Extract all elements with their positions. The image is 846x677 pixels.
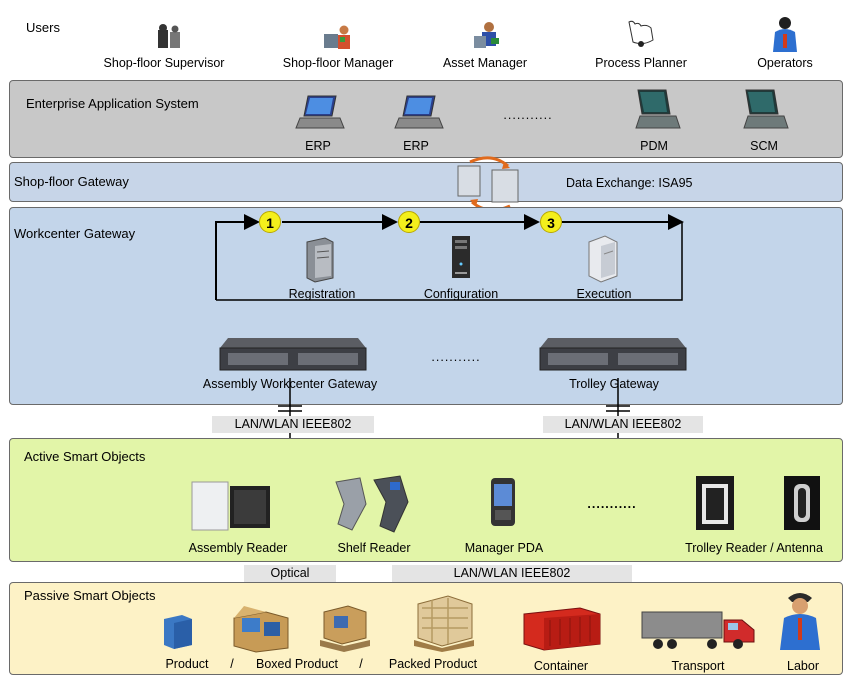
execution-server-icon [585, 234, 621, 287]
boxed-product-icon [230, 604, 292, 657]
active-label-manager-pda: Manager PDA [464, 541, 544, 555]
configuration-tower-icon [448, 234, 474, 287]
manager-icon [322, 22, 356, 57]
lan-label-right: LAN/WLAN IEEE802 [543, 416, 703, 433]
scm-laptop-icon [740, 88, 790, 139]
user-label-supervisor: Shop-floor Supervisor [103, 56, 225, 70]
active-label-assembly-reader: Assembly Reader [188, 541, 288, 555]
step-label-registration: Registration [288, 287, 356, 301]
supervisor-icon [155, 22, 185, 57]
enterprise-system-scm: SCM [750, 139, 778, 153]
user-label-asset-manager: Asset Manager [442, 56, 528, 70]
enterprise-system-pdm: PDM [640, 139, 668, 153]
antenna-icon [782, 474, 822, 537]
active-title: Active Smart Objects [24, 449, 146, 464]
manager-pda-icon [489, 476, 517, 533]
shopfloor-band [9, 162, 843, 202]
gateway-label-trolley: Trolley Gateway [569, 377, 659, 391]
passive-label-product: Product [165, 657, 209, 671]
product-box-icon [160, 611, 196, 656]
enterprise-ellipsis: ........... [503, 108, 553, 122]
active-label-shelf-reader: Shelf Reader [337, 541, 411, 555]
data-exchange-label: Data Exchange: ISA95 [566, 176, 693, 190]
assembly-reader-icon [190, 478, 274, 539]
shelf-reader-icon [330, 474, 414, 539]
passive-label-transport: Transport [671, 659, 725, 673]
passive-label-labor: Labor [787, 659, 819, 673]
packed-product-icon [412, 592, 476, 657]
container-icon [520, 604, 604, 657]
passive-label-packed-product: Packed Product [388, 657, 478, 671]
trolley-reader-icon [694, 474, 736, 537]
user-label-manager: Shop-floor Manager [282, 56, 394, 70]
step-label-configuration: Configuration [423, 287, 499, 301]
enterprise-system-erp-2: ERP [403, 139, 429, 153]
pallet-box-icon [318, 598, 372, 657]
transport-truck-icon [638, 608, 762, 657]
passive-label-boxed-product: Boxed Product [256, 657, 338, 671]
step-label-execution: Execution [576, 287, 632, 301]
lan-label-bottom: LAN/WLAN IEEE802 [392, 565, 632, 582]
trolley-gateway-switch-icon [538, 334, 688, 383]
active-label-trolley-reader: Trolley Reader / Antenna [685, 541, 823, 555]
lan-label-left: LAN/WLAN IEEE802 [212, 416, 374, 433]
passive-separator-1: / [230, 657, 234, 671]
active-ellipsis: ........... [587, 497, 637, 511]
enterprise-band [9, 80, 843, 158]
assembly-gateway-switch-icon [218, 334, 368, 383]
registration-server-icon [303, 236, 337, 287]
step-badge-1: 1 [259, 211, 281, 233]
step-badge-3: 3 [540, 211, 562, 233]
data-sync-icon [452, 156, 528, 217]
erp-laptop-icon [295, 94, 346, 139]
user-label-process-planner: Process Planner [595, 56, 687, 70]
optical-label: Optical [244, 565, 336, 582]
labor-worker-icon [778, 588, 822, 657]
gateway-ellipsis: ........... [431, 350, 481, 364]
passive-label-container: Container [533, 659, 589, 673]
enterprise-title: Enterprise Application System [26, 96, 199, 111]
shopfloor-title: Shop-floor Gateway [14, 174, 129, 189]
step-badge-2: 2 [398, 211, 420, 233]
operator-icon [770, 16, 800, 59]
enterprise-system-erp-1: ERP [305, 139, 331, 153]
user-label-operators: Operators [757, 56, 813, 70]
workcenter-title: Workcenter Gateway [14, 226, 136, 241]
workcenter-band [9, 207, 843, 405]
passive-separator-2: / [359, 657, 363, 671]
asset-manager-icon [471, 20, 503, 57]
process-planner-icon [623, 18, 659, 55]
users-title: Users [26, 20, 60, 35]
erp-laptop-icon [394, 94, 445, 139]
passive-title: Passive Smart Objects [24, 588, 156, 603]
pdm-laptop-icon [632, 88, 682, 139]
